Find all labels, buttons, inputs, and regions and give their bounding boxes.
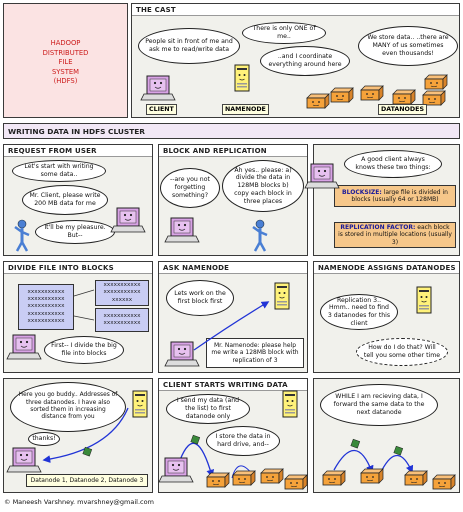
- addresses-client-figure: [6, 447, 42, 473]
- writes-datanode-1: [206, 472, 230, 488]
- block-client-figure: [164, 217, 200, 243]
- request-client-figure: [110, 207, 146, 233]
- writes-datanode-4: [284, 474, 308, 490]
- panel-divide-title: DIVIDE FILE INTO BLOCKS: [8, 264, 114, 272]
- addresses-namenode-figure: [132, 390, 148, 418]
- thanks-bubble: thanks!: [28, 432, 60, 446]
- panel-writes-title: CLIENT STARTS WRITING DATA: [163, 381, 288, 389]
- writes-arrow: [179, 442, 215, 478]
- datanode-list-box: Datanode 1, Datanode 2, Datanode 3: [26, 474, 148, 487]
- forwarding-bubble: WHILE I am recieving data, I forward the…: [320, 384, 438, 426]
- request-bubble-2: Mr. Client, please write 200 MB data for…: [22, 185, 108, 215]
- cast-datanode-2: [330, 87, 354, 103]
- assign-bubble-1: Replication 3.. Hmm.. need to find 3 dat…: [320, 294, 398, 330]
- forward-datanode-2: [360, 468, 384, 484]
- namenode-speech-bubble-2: ..and I coordinate everything around her…: [260, 46, 350, 76]
- cast-datanode-4: [392, 89, 416, 105]
- section-header: WRITING DATA IN HDFS CLUSTER: [3, 123, 460, 139]
- ask-client-figure: [164, 341, 200, 367]
- writes-bubble-2: I store the data in hard drive, and--: [206, 426, 280, 456]
- writes-datanode-3: [260, 468, 284, 484]
- writes-datanode-2: [232, 470, 256, 486]
- addresses-arrow: [42, 407, 129, 463]
- ask-arrow: [193, 301, 270, 351]
- replication-box: REPLICATION FACTOR: each block is stored…: [334, 222, 456, 248]
- knows-client-figure: [304, 163, 340, 189]
- forward-datanode-3: [404, 470, 428, 486]
- panel-request-title: REQUEST FROM USER: [8, 147, 97, 155]
- ask-namenode-figure: [274, 282, 290, 310]
- writes-namenode-figure: [282, 390, 298, 418]
- cover-panel: HADOOP DISTRIBUTED FILE SYSTEM (HDFS): [3, 3, 128, 118]
- writes-bubble-1: I send my data (and the list) to first d…: [166, 394, 250, 424]
- cast-datanode-5: [422, 90, 446, 106]
- request-bubble-1: Let's start with writing some data..: [12, 160, 106, 182]
- request-bubble-3: It'll be my pleasure. But--: [35, 220, 115, 244]
- namenode-label: NAMENODE: [222, 104, 269, 115]
- footer-credit: © Maneesh Varshney. mvarshney@gmail.com: [4, 498, 154, 506]
- cast-title: THE CAST: [136, 6, 176, 14]
- cast-datanode-1: [306, 93, 330, 109]
- block-bubble-2: Ah yes.. please: a) divide the data in 1…: [222, 160, 304, 212]
- cast-datanode-3: [360, 85, 384, 101]
- client-label: CLIENT: [146, 104, 177, 115]
- panel-block-title: BLOCK AND REPLICATION: [163, 147, 267, 155]
- cast-datanode-6: [424, 74, 448, 90]
- ask-box: Mr. Namenode: please help me write a 128…: [206, 338, 304, 368]
- section-title: WRITING DATA IN HDFS CLUSTER: [8, 127, 145, 136]
- datanode-speech-bubble: We store data.. ..there are MANY of us s…: [358, 26, 458, 66]
- forward-datanode-4: [432, 474, 456, 490]
- client-speech-bubble: People sit in front of me and ask me to …: [138, 28, 240, 64]
- divide-bubble: First-- I divide the big file into block…: [44, 336, 124, 364]
- namenode-speech-bubble-1: There is only ONE of me..: [242, 22, 326, 44]
- forward-arrow-2: [381, 454, 414, 474]
- assign-namenode-figure: [416, 286, 432, 314]
- panel-assign-title: NAMENODE ASSIGNS DATANODES: [318, 264, 456, 272]
- knows-bubble: A good client always knows these two thi…: [344, 150, 442, 178]
- blocksize-box: BLOCKSIZE: large file is divided in bloc…: [334, 185, 456, 207]
- addresses-bubble: Here you go buddy.. Addresses of three d…: [10, 382, 126, 432]
- forward-arrow-1: [333, 449, 374, 474]
- divide-client-figure: [6, 334, 42, 360]
- datanodes-label: DATANODES: [378, 104, 427, 115]
- request-person-figure: [13, 218, 31, 253]
- forward-datanode-1: [322, 470, 346, 486]
- cast-namenode-figure: [234, 64, 250, 92]
- panel-ask-title: ASK NAMENODE: [163, 264, 230, 272]
- cast-client-figure: [140, 75, 176, 101]
- cover-title: HADOOP DISTRIBUTED FILE SYSTEM (HDFS): [42, 39, 89, 86]
- assign-bubble-2: How do I do that? Will tell you some oth…: [356, 338, 448, 366]
- ask-bubble-1: Lets work on the first block first: [166, 280, 234, 316]
- writes-client-figure: [158, 457, 194, 483]
- block-person-figure: [251, 218, 269, 253]
- block-bubble-1: --are you not forgetting something?: [160, 168, 220, 208]
